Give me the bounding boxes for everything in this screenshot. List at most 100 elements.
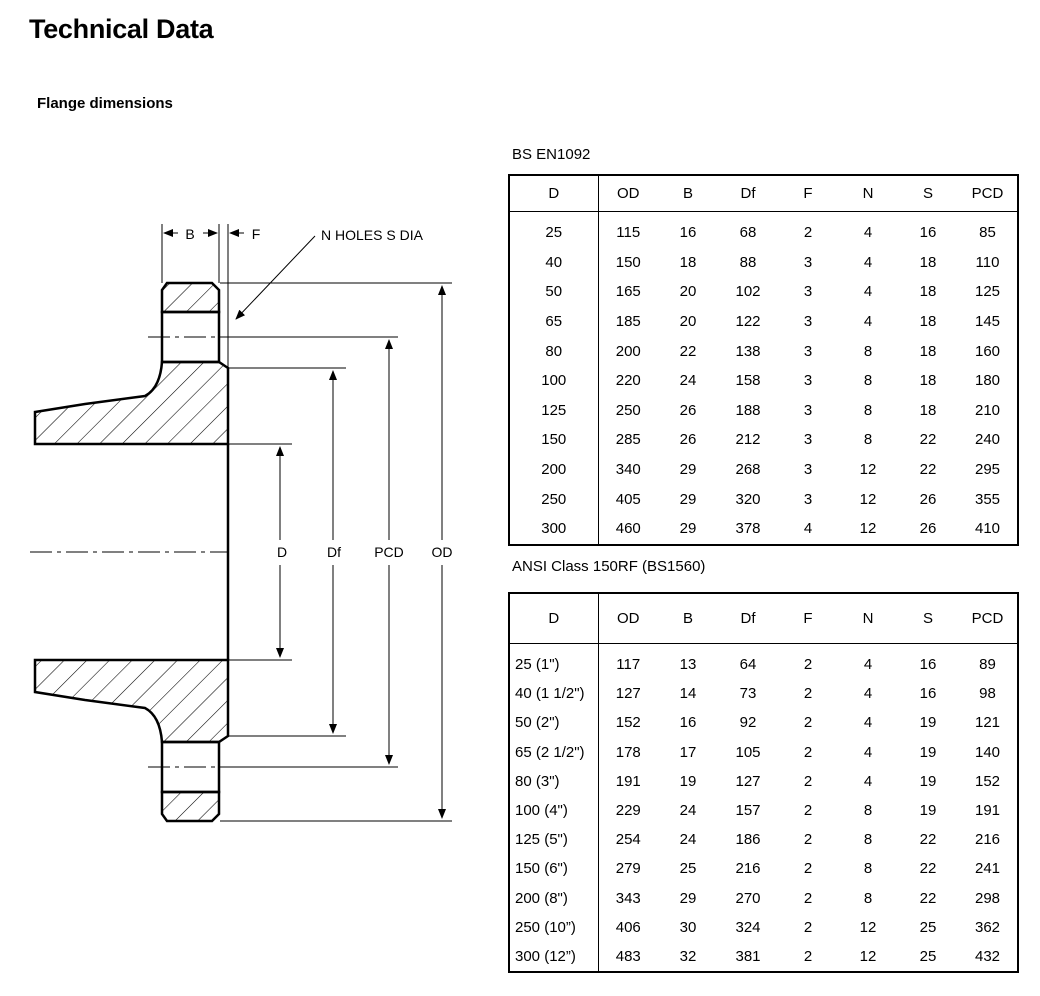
table-cell: 200 — [509, 454, 599, 485]
table-cell: 3 — [803, 283, 813, 301]
table-cell: 30 — [679, 918, 697, 936]
table-cell: 4 — [863, 313, 873, 331]
table-cell: 125 — [509, 395, 599, 426]
table-cell: 220 — [615, 372, 641, 390]
table-cell: 320 — [735, 490, 761, 508]
table-cell: 191 — [615, 772, 641, 790]
table-cell: 16 — [919, 685, 937, 703]
table-cell: 20 — [679, 283, 697, 301]
table-cell: 2 — [803, 918, 813, 936]
table-cell: 25 — [679, 860, 697, 878]
table-cell: 40 — [509, 247, 599, 278]
table-cell: 200 — [615, 342, 641, 360]
table-cell: 2 — [803, 685, 813, 703]
table-cell: 121 — [974, 714, 1001, 732]
table-cell: 22 — [919, 860, 937, 878]
dimension-lines — [163, 229, 446, 819]
table-cell: 19 — [679, 772, 697, 790]
label-b: B — [185, 226, 194, 242]
table-cell: 355 — [974, 490, 1001, 508]
table-cell: 229 — [615, 802, 641, 820]
table-cell: 241 — [974, 860, 1001, 878]
table-cell: 145 — [974, 313, 1001, 331]
table-cell: 381 — [735, 947, 761, 965]
table-cell: 16 — [679, 714, 697, 732]
table-cell: 19 — [919, 743, 937, 761]
table-cell: 298 — [974, 889, 1001, 907]
table-cell: 65 — [509, 306, 599, 337]
table-cell: 105 — [735, 743, 761, 761]
table-cell: 122 — [735, 313, 761, 331]
column-header: N — [838, 175, 898, 212]
table-cell: 22 — [919, 461, 937, 479]
table-cell: 3 — [803, 490, 813, 508]
table-cell: 98 — [979, 685, 996, 703]
table-cell: 3 — [803, 431, 813, 449]
page-title: Technical Data — [29, 14, 214, 44]
table-cell: 212 — [735, 431, 761, 449]
table-cell: 14 — [679, 685, 697, 703]
table-cell: 125 (5") — [509, 825, 599, 855]
column-header: D — [509, 175, 599, 212]
table-cell: 460 — [615, 520, 641, 538]
table-cell: 29 — [679, 490, 697, 508]
table-cell: 25 — [509, 211, 599, 248]
table-cell: 127 — [735, 772, 761, 790]
table-cell: 8 — [863, 372, 873, 390]
table-cell: 343 — [615, 889, 641, 907]
table-caption-ansi-150rf: ANSI Class 150RF (BS1560) — [512, 558, 706, 575]
table-cell: 29 — [679, 889, 697, 907]
table-cell: 13 — [679, 656, 697, 674]
table-caption-bs-en1092: BS EN1092 — [512, 146, 591, 163]
table-cell: 25 — [919, 918, 937, 936]
flange-diagram: B F N HOLES S DIA D Df PCD OD — [30, 224, 453, 823]
table-cell: 26 — [919, 490, 937, 508]
table-cell: 12 — [859, 520, 877, 538]
table-cell: 165 — [615, 283, 641, 301]
table-cell: 178 — [615, 743, 641, 761]
table-cell: 152 — [974, 772, 1001, 790]
table-cell: 50 — [509, 277, 599, 307]
table-cell: 4 — [863, 743, 873, 761]
table-cell: 19 — [919, 714, 937, 732]
table-cell: 324 — [735, 918, 761, 936]
label-holes: N HOLES S DIA — [321, 227, 424, 243]
table-cell: 138 — [735, 342, 761, 360]
table-cell: 3 — [803, 253, 813, 271]
column-header: F — [778, 593, 838, 644]
table-cell: 127 — [615, 685, 641, 703]
table-cell: 140 — [974, 743, 1001, 761]
table-cell: 65 (2 1/2") — [509, 737, 599, 767]
table-cell: 8 — [863, 889, 873, 907]
centre-lines — [30, 336, 236, 768]
column-header: PCD — [958, 175, 1018, 212]
table-cell: 2 — [803, 947, 813, 965]
table-cell: 17 — [679, 743, 697, 761]
table-cell: 110 — [975, 253, 1000, 271]
table-cell: 300 (12”) — [509, 941, 599, 973]
table-cell: 18 — [919, 313, 937, 331]
table-cell: 16 — [679, 224, 697, 242]
table-cell: 18 — [919, 283, 937, 301]
table-cell: 254 — [615, 831, 641, 849]
table-cell: 8 — [863, 431, 873, 449]
table-cell: 22 — [919, 831, 937, 849]
table-cell: 4 — [863, 224, 873, 242]
column-header: B — [658, 593, 718, 644]
column-header: S — [898, 593, 958, 644]
table-cell: 405 — [615, 490, 641, 508]
table-cell: 362 — [974, 918, 1001, 936]
